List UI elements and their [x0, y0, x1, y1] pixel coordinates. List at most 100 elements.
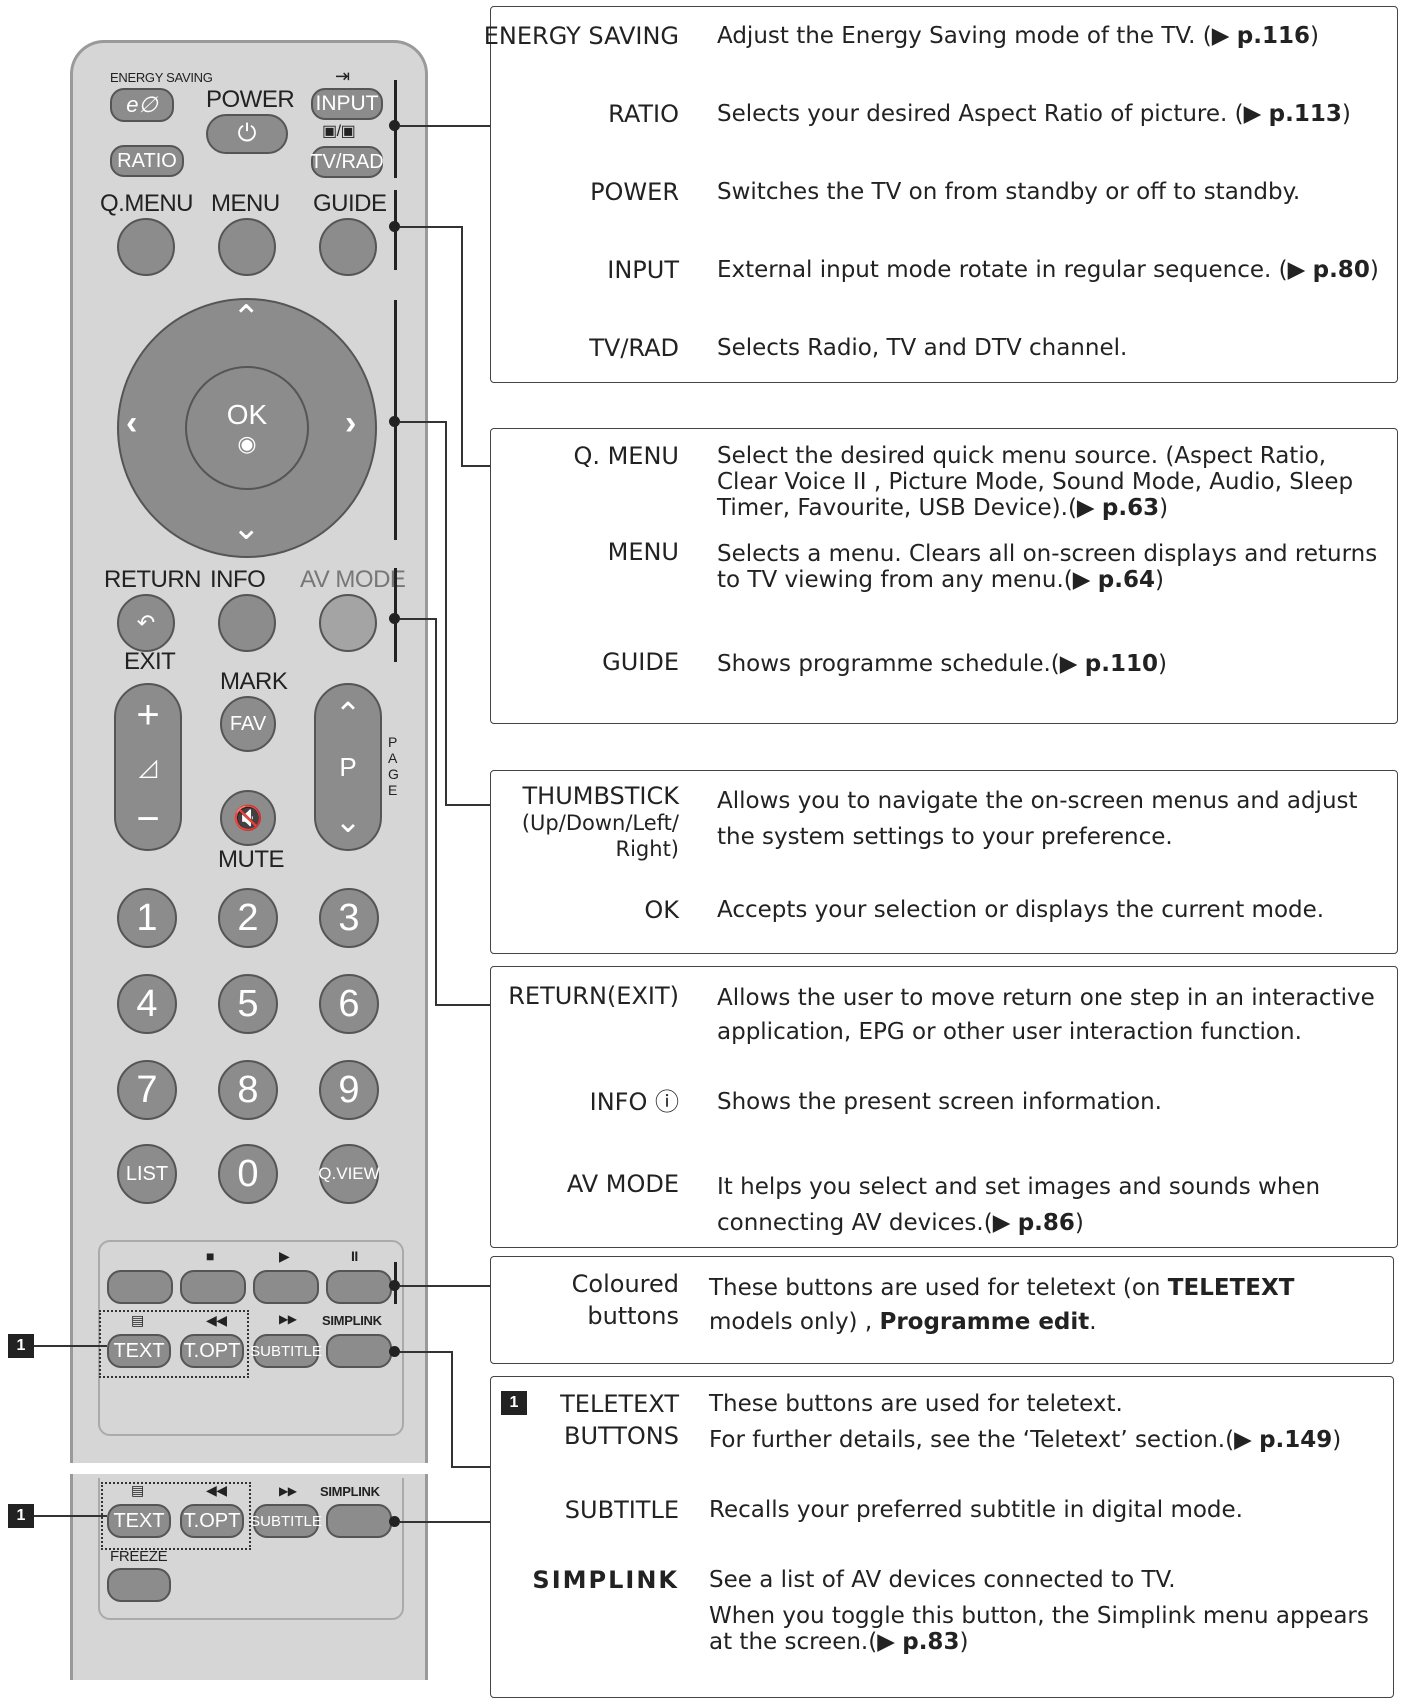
tv-rad-button[interactable]: TV/RAD — [310, 146, 384, 178]
subtitle-button[interactable]: SUBTITLE — [250, 1334, 322, 1368]
text-button-variant[interactable]: TEXT — [107, 1504, 171, 1538]
av-mode-term: AV MODE — [566, 1170, 679, 1198]
text-button[interactable]: TEXT — [107, 1334, 171, 1368]
volume-down-icon[interactable]: − — [136, 796, 160, 841]
simplink-button-variant[interactable] — [326, 1504, 392, 1538]
q-menu-button[interactable] — [117, 218, 175, 276]
right-arrow-icon[interactable]: › — [345, 404, 356, 442]
up-arrow-icon[interactable]: ⌃ — [232, 299, 261, 337]
connector-dot — [389, 613, 400, 624]
info-button[interactable] — [218, 594, 276, 652]
q-menu-term: Q. MENU — [573, 442, 679, 470]
subtitle-term: SUBTITLE — [564, 1496, 679, 1524]
thumbstick-sub1: (Up/Down/Left/ — [521, 811, 679, 835]
simplink-label-variant: SIMPLINK — [320, 1484, 380, 1499]
connector-dot — [389, 416, 400, 427]
p-label: P — [339, 751, 357, 782]
t-opt-button[interactable]: T.OPT — [180, 1334, 244, 1368]
ok-button[interactable]: OK ◉ — [185, 366, 309, 490]
box-menu-group: Q. MENU Select the desired quick menu so… — [490, 428, 1398, 724]
return-label: RETURN — [104, 566, 202, 593]
tv-rad-term: TV/RAD — [589, 334, 679, 362]
page-label: PAGE — [388, 734, 399, 798]
left-arrow-icon[interactable]: ‹ — [126, 404, 137, 442]
q-view-button[interactable]: Q.VIEW — [318, 1144, 380, 1204]
down-arrow-icon[interactable]: ⌄ — [232, 509, 261, 547]
guide-button[interactable] — [319, 218, 377, 276]
green-button[interactable] — [180, 1270, 246, 1304]
simplink-button[interactable] — [326, 1334, 392, 1368]
return-button[interactable]: ↶ — [117, 594, 175, 652]
stop-icon: ■ — [206, 1248, 214, 1264]
connector-line — [435, 1004, 490, 1006]
channel-down-icon[interactable]: ⌄ — [334, 802, 362, 839]
connector-line — [400, 1285, 490, 1287]
freeze-button[interactable] — [107, 1568, 171, 1602]
av-mode-button[interactable] — [319, 594, 377, 652]
connector-line — [400, 1521, 490, 1523]
rewind-icon: ◀◀ — [206, 1312, 227, 1328]
teletext-panel-variant — [98, 1478, 404, 1620]
channel-up-icon[interactable]: ⌃ — [334, 695, 362, 732]
callout-badge-1: 1 — [8, 1334, 34, 1358]
yellow-button[interactable] — [253, 1270, 319, 1304]
info-label: INFO — [210, 566, 266, 593]
t-opt-button-variant[interactable]: T.OPT — [180, 1504, 244, 1538]
digit-4-button[interactable]: 4 — [117, 974, 177, 1034]
red-button[interactable] — [107, 1270, 173, 1304]
digit-1-button[interactable]: 1 — [117, 888, 177, 948]
teletext-icon: ▤ — [131, 1312, 144, 1328]
coloured-term-1: Coloured — [571, 1270, 679, 1298]
power-label: POWER — [206, 86, 295, 113]
channel-rocker[interactable]: ⌃ P ⌄ — [314, 683, 382, 851]
energy-saving-term: ENERGY SAVING — [483, 22, 679, 50]
teletext-desc-2: For further details, see the ‘Teletext’ … — [709, 1427, 1342, 1453]
digit-8-button[interactable]: 8 — [218, 1060, 278, 1120]
ratio-desc: Selects your desired Aspect Ratio of pic… — [717, 101, 1351, 127]
av-mode-desc: It helps you select and set images and s… — [717, 1174, 1321, 1236]
digit-0-button[interactable]: 0 — [218, 1144, 278, 1204]
freeze-label: FREEZE — [110, 1548, 168, 1565]
digit-3-button[interactable]: 3 — [319, 888, 379, 948]
volume-up-icon[interactable]: + — [136, 692, 160, 737]
digit-9-button[interactable]: 9 — [319, 1060, 379, 1120]
menu-term: MENU — [607, 538, 679, 566]
menu-button[interactable] — [218, 218, 276, 276]
input-button[interactable]: INPUT — [311, 88, 383, 120]
exit-label: EXIT — [124, 648, 176, 675]
digit-2-button[interactable]: 2 — [218, 888, 278, 948]
list-button[interactable]: LIST — [117, 1144, 177, 1204]
box-coloured-buttons: Coloured buttons These buttons are used … — [490, 1256, 1394, 1364]
simplink-term: SIMPLINK — [532, 1566, 679, 1594]
mute-label: MUTE — [218, 846, 285, 873]
connector-line — [400, 1351, 452, 1353]
energy-saving-button[interactable]: e∅ — [110, 88, 174, 122]
fast-forward-icon-variant: ▶▶ — [279, 1484, 297, 1498]
ratio-button[interactable]: RATIO — [110, 145, 184, 177]
box-thumbstick-group: THUMBSTICK (Up/Down/Left/ Right) Allows … — [490, 770, 1398, 954]
callout-badge-1-variant: 1 — [8, 1504, 34, 1528]
connector-line — [400, 226, 462, 228]
info-desc: Shows the present screen information. — [717, 1089, 1162, 1115]
pause-icon: II — [351, 1248, 358, 1264]
callout-line-variant — [34, 1515, 107, 1517]
volume-rocker[interactable]: + ◿ − — [114, 683, 182, 851]
subtitle-button-variant[interactable]: SUBTITLE — [250, 1504, 322, 1538]
guide-label: GUIDE — [313, 190, 387, 217]
input-desc: External input mode rotate in regular se… — [717, 257, 1379, 283]
power-term: POWER — [590, 178, 679, 206]
coloured-desc: These buttons are used for teletext (on … — [709, 1275, 1295, 1335]
fav-button[interactable]: FAV — [220, 696, 276, 752]
digit-5-button[interactable]: 5 — [218, 974, 278, 1034]
blue-button[interactable] — [326, 1270, 392, 1304]
digit-7-button[interactable]: 7 — [117, 1060, 177, 1120]
input-icon: ⇥ — [335, 66, 350, 86]
return-exit-term: RETURN(EXIT) — [508, 982, 679, 1010]
menu-label: MENU — [211, 190, 280, 217]
digit-6-button[interactable]: 6 — [319, 974, 379, 1034]
mute-button[interactable]: 🔇 — [220, 790, 276, 846]
power-button[interactable]: ⏻ — [206, 114, 288, 154]
fast-forward-icon: ▶▶ — [279, 1312, 297, 1326]
teletext-buttons-group — [99, 1310, 249, 1378]
simplink-desc-1: See a list of AV devices connected to TV… — [709, 1567, 1176, 1593]
